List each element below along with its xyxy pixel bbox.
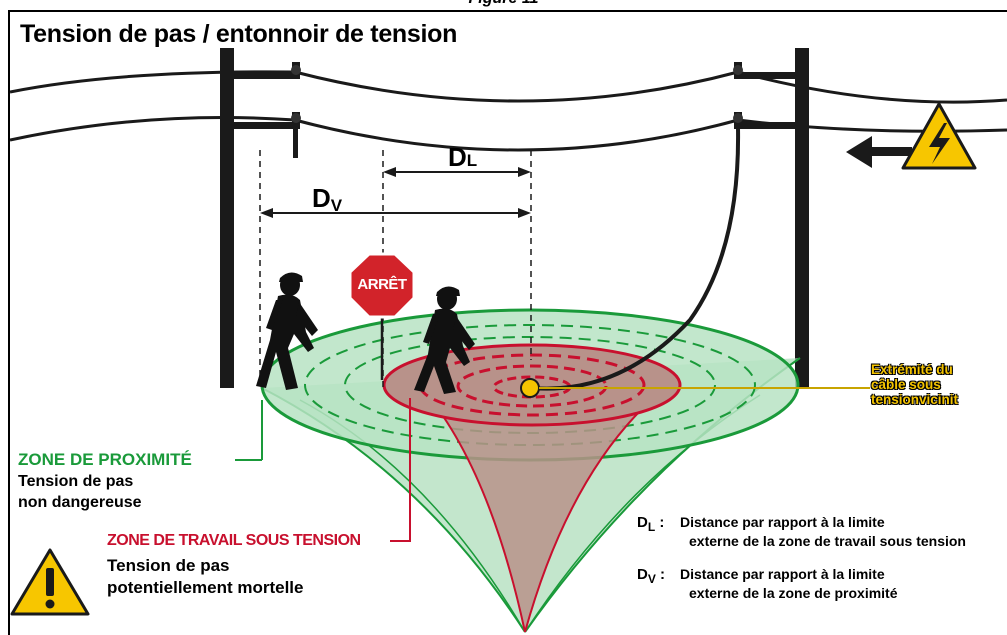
legend-dl-text: Distance par rapport à la limite externe… xyxy=(680,514,966,549)
energized-cable xyxy=(531,127,741,391)
legend-dl-symbol: DL : xyxy=(637,514,665,534)
power-lines xyxy=(10,70,1007,152)
live-zone-leader xyxy=(390,398,411,542)
legend-dv-symbol: DV : xyxy=(637,566,666,586)
dv-dimension-label: DV xyxy=(312,183,343,215)
live-zone-title: ZONE DE TRAVAIL SOUS TENSION xyxy=(107,532,361,549)
diagram-title: Tension de pas / entonnoir de tension xyxy=(20,20,458,48)
stop-sign xyxy=(348,252,416,380)
right-utility-pole xyxy=(733,48,809,388)
high-voltage-icon xyxy=(901,102,977,170)
dl-dimension-label: DL xyxy=(448,142,478,172)
left-utility-pole xyxy=(220,48,301,388)
cable-end-marker xyxy=(520,378,540,398)
proximity-zone-description: Tension de pas non dangereuse xyxy=(18,473,142,511)
proximity-zone-title: ZONE DE PROXIMITÉ xyxy=(18,450,192,469)
live-zone-description: Tension de pas potentiellement mortelle xyxy=(107,556,304,597)
worker-left xyxy=(256,272,318,390)
stop-sign-label: ARRÊT xyxy=(357,276,407,293)
figure-label: Figure 11 xyxy=(0,0,1007,8)
diagram-frame xyxy=(8,10,1007,635)
worker-center xyxy=(414,286,475,394)
flow-arrow-icon xyxy=(846,136,912,168)
legend-dv-text: Distance par rapport à la limite externe… xyxy=(680,566,898,601)
warning-triangle-icon xyxy=(10,548,90,616)
cable-end-label: Extrémité du câble sous tensionvicinit xyxy=(871,362,959,407)
